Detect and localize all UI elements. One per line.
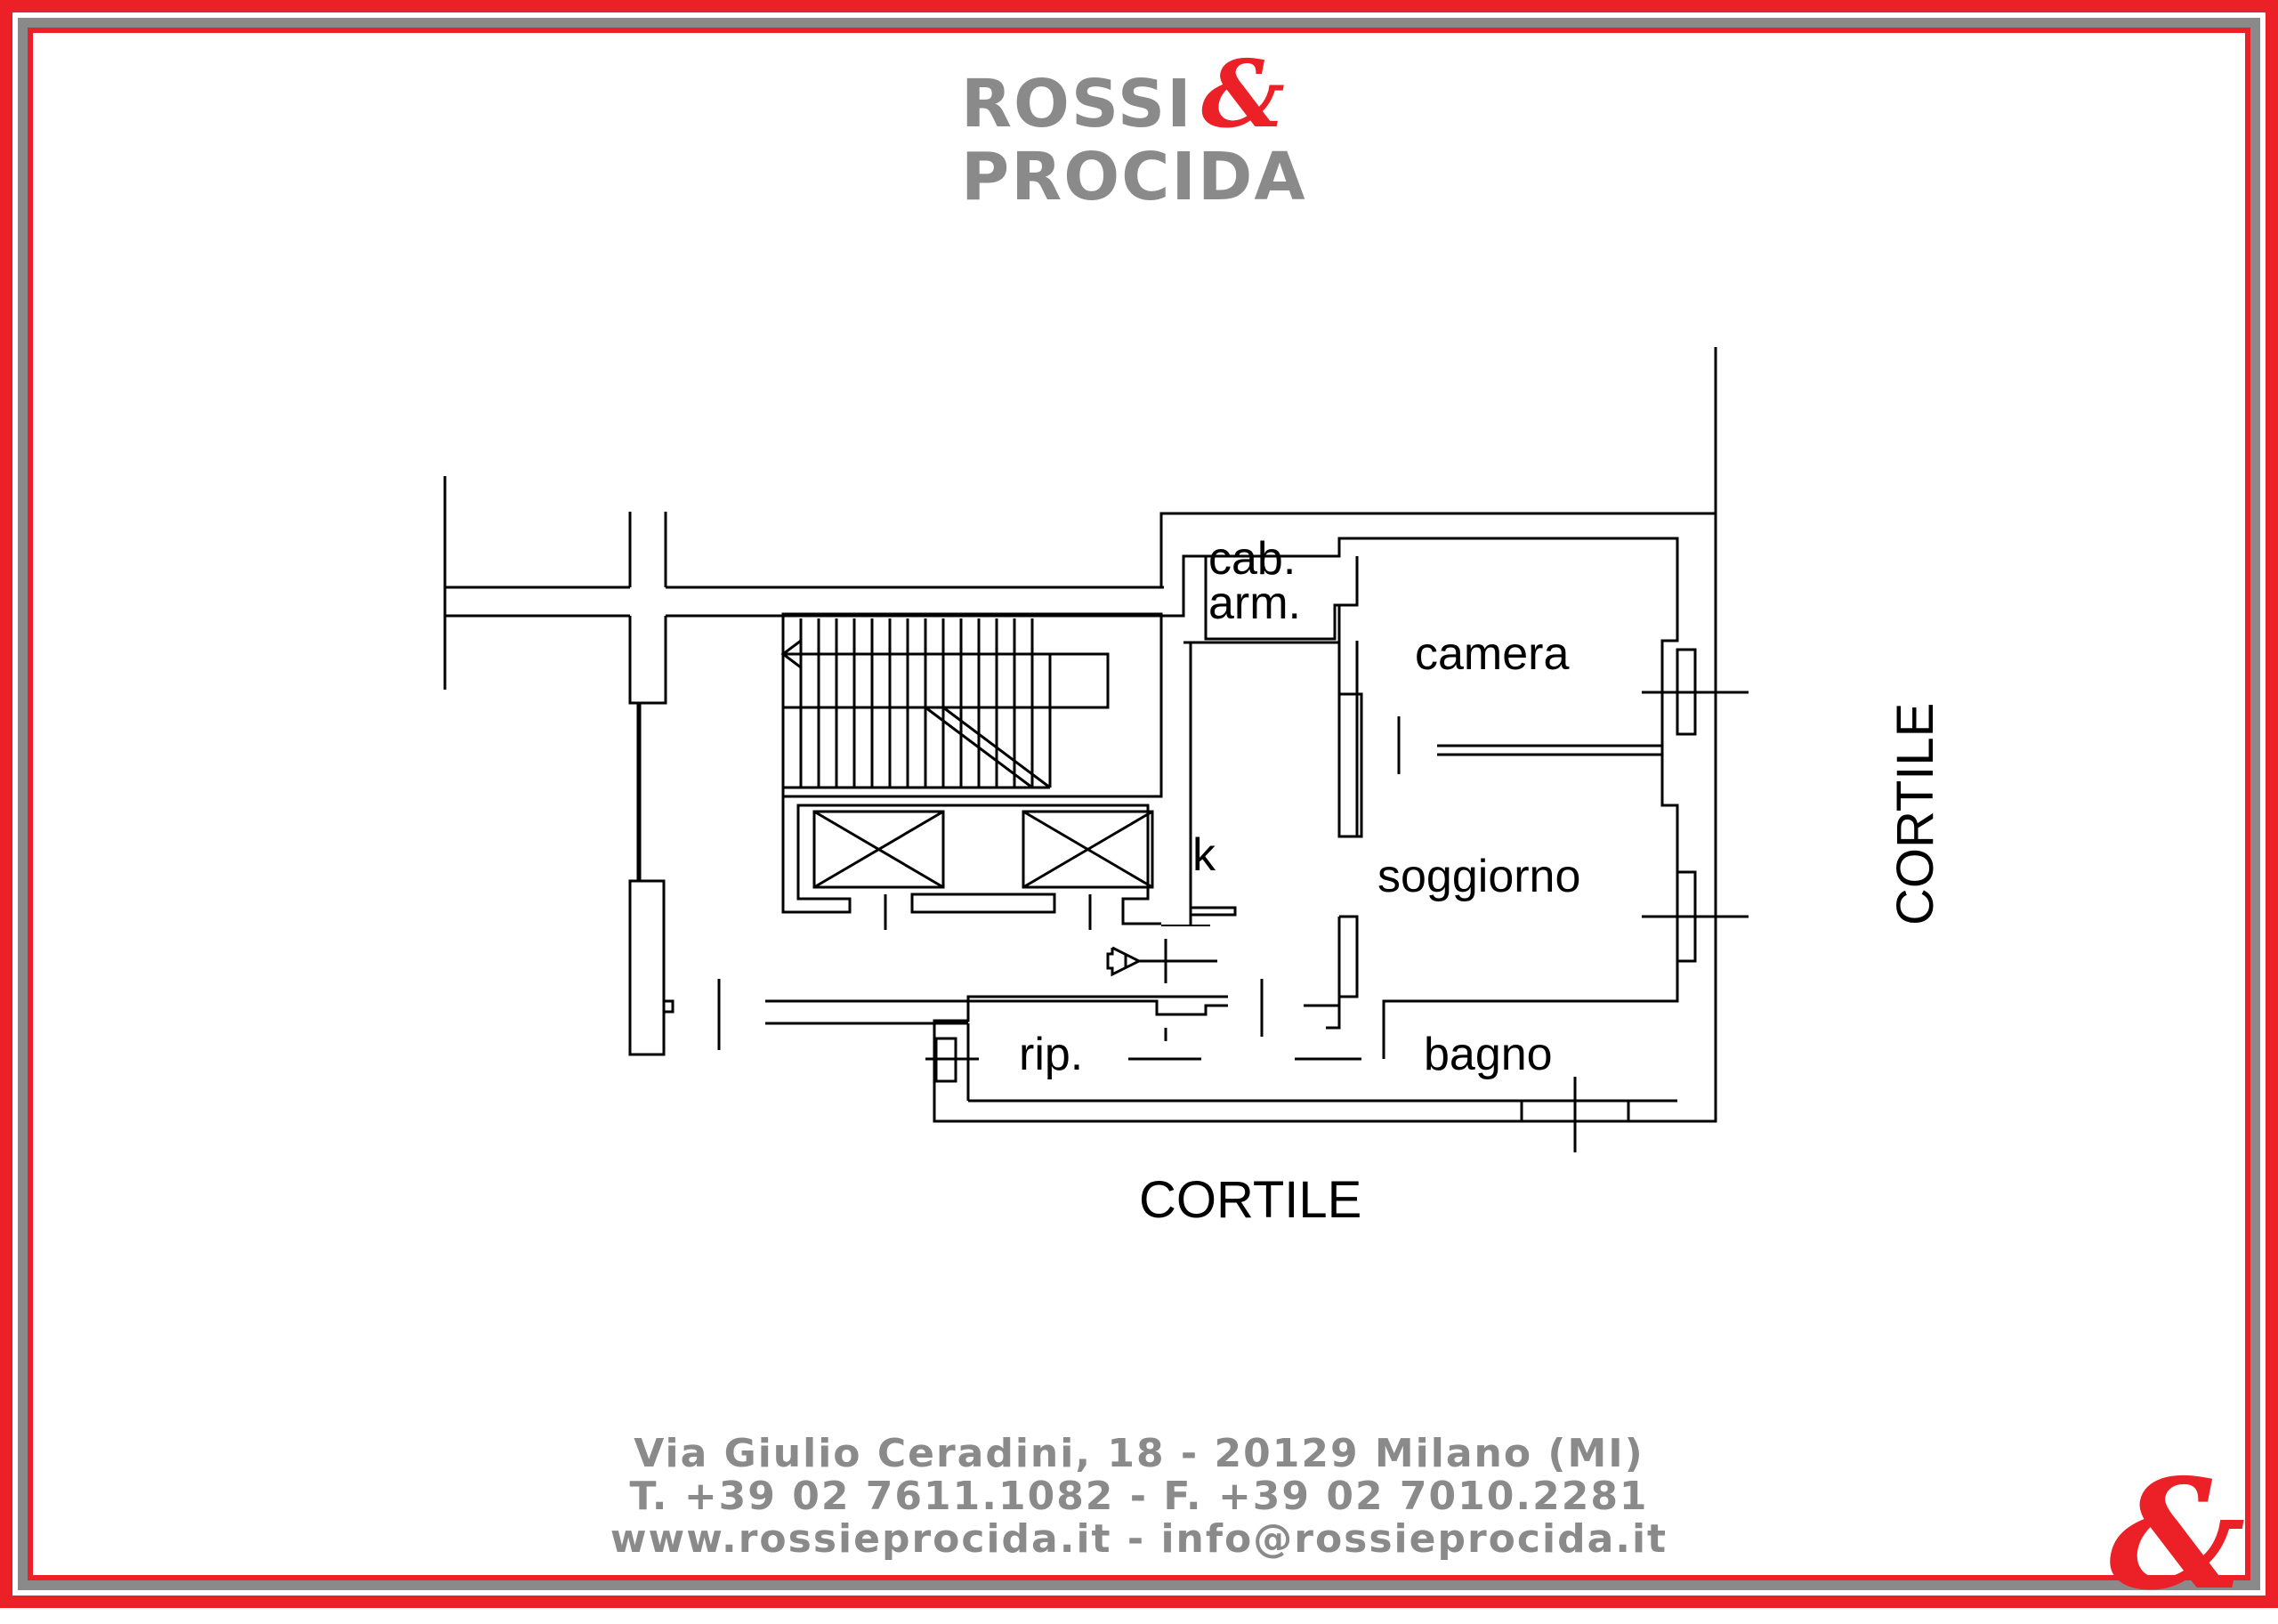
room-label-rip: rip. [1019, 1029, 1083, 1080]
footer-contacts: Via Giulio Ceradini, 18 - 20129 Milano (… [498, 1433, 1780, 1561]
footer-phones: T. +39 02 7611.1082 - F. +39 02 7010.228… [629, 1474, 1649, 1519]
room-label-cab: cab. [1208, 533, 1296, 585]
brand-name-line1: ROSSI [961, 66, 1193, 142]
inner-red-frame [28, 28, 2250, 1580]
corner-ampersand-logo: & [2109, 1446, 2246, 1624]
room-label-camera: camera [1415, 628, 1569, 680]
room-label-soggiorno: soggiorno [1377, 851, 1580, 902]
brand-logo: ROSSI & PROCIDA [961, 48, 1353, 215]
brand-ampersand: & [1201, 39, 1285, 149]
grey-frame [18, 18, 2260, 1590]
cortile-label-bottom: CORTILE [1139, 1171, 1361, 1229]
brand-name-line2: PROCIDA [961, 139, 1307, 215]
stair-treads [799, 618, 1034, 788]
footer-web-email: www.rossieprocida.it - info@rossieprocid… [610, 1516, 1668, 1562]
room-label-k: k [1192, 829, 1216, 881]
room-label-arm: arm. [1208, 578, 1301, 629]
footer-address: Via Giulio Ceradini, 18 - 20129 Milano (… [634, 1431, 1644, 1476]
room-label-bagno: bagno [1424, 1029, 1553, 1080]
cortile-label-right: CORTILE [1886, 703, 1944, 925]
